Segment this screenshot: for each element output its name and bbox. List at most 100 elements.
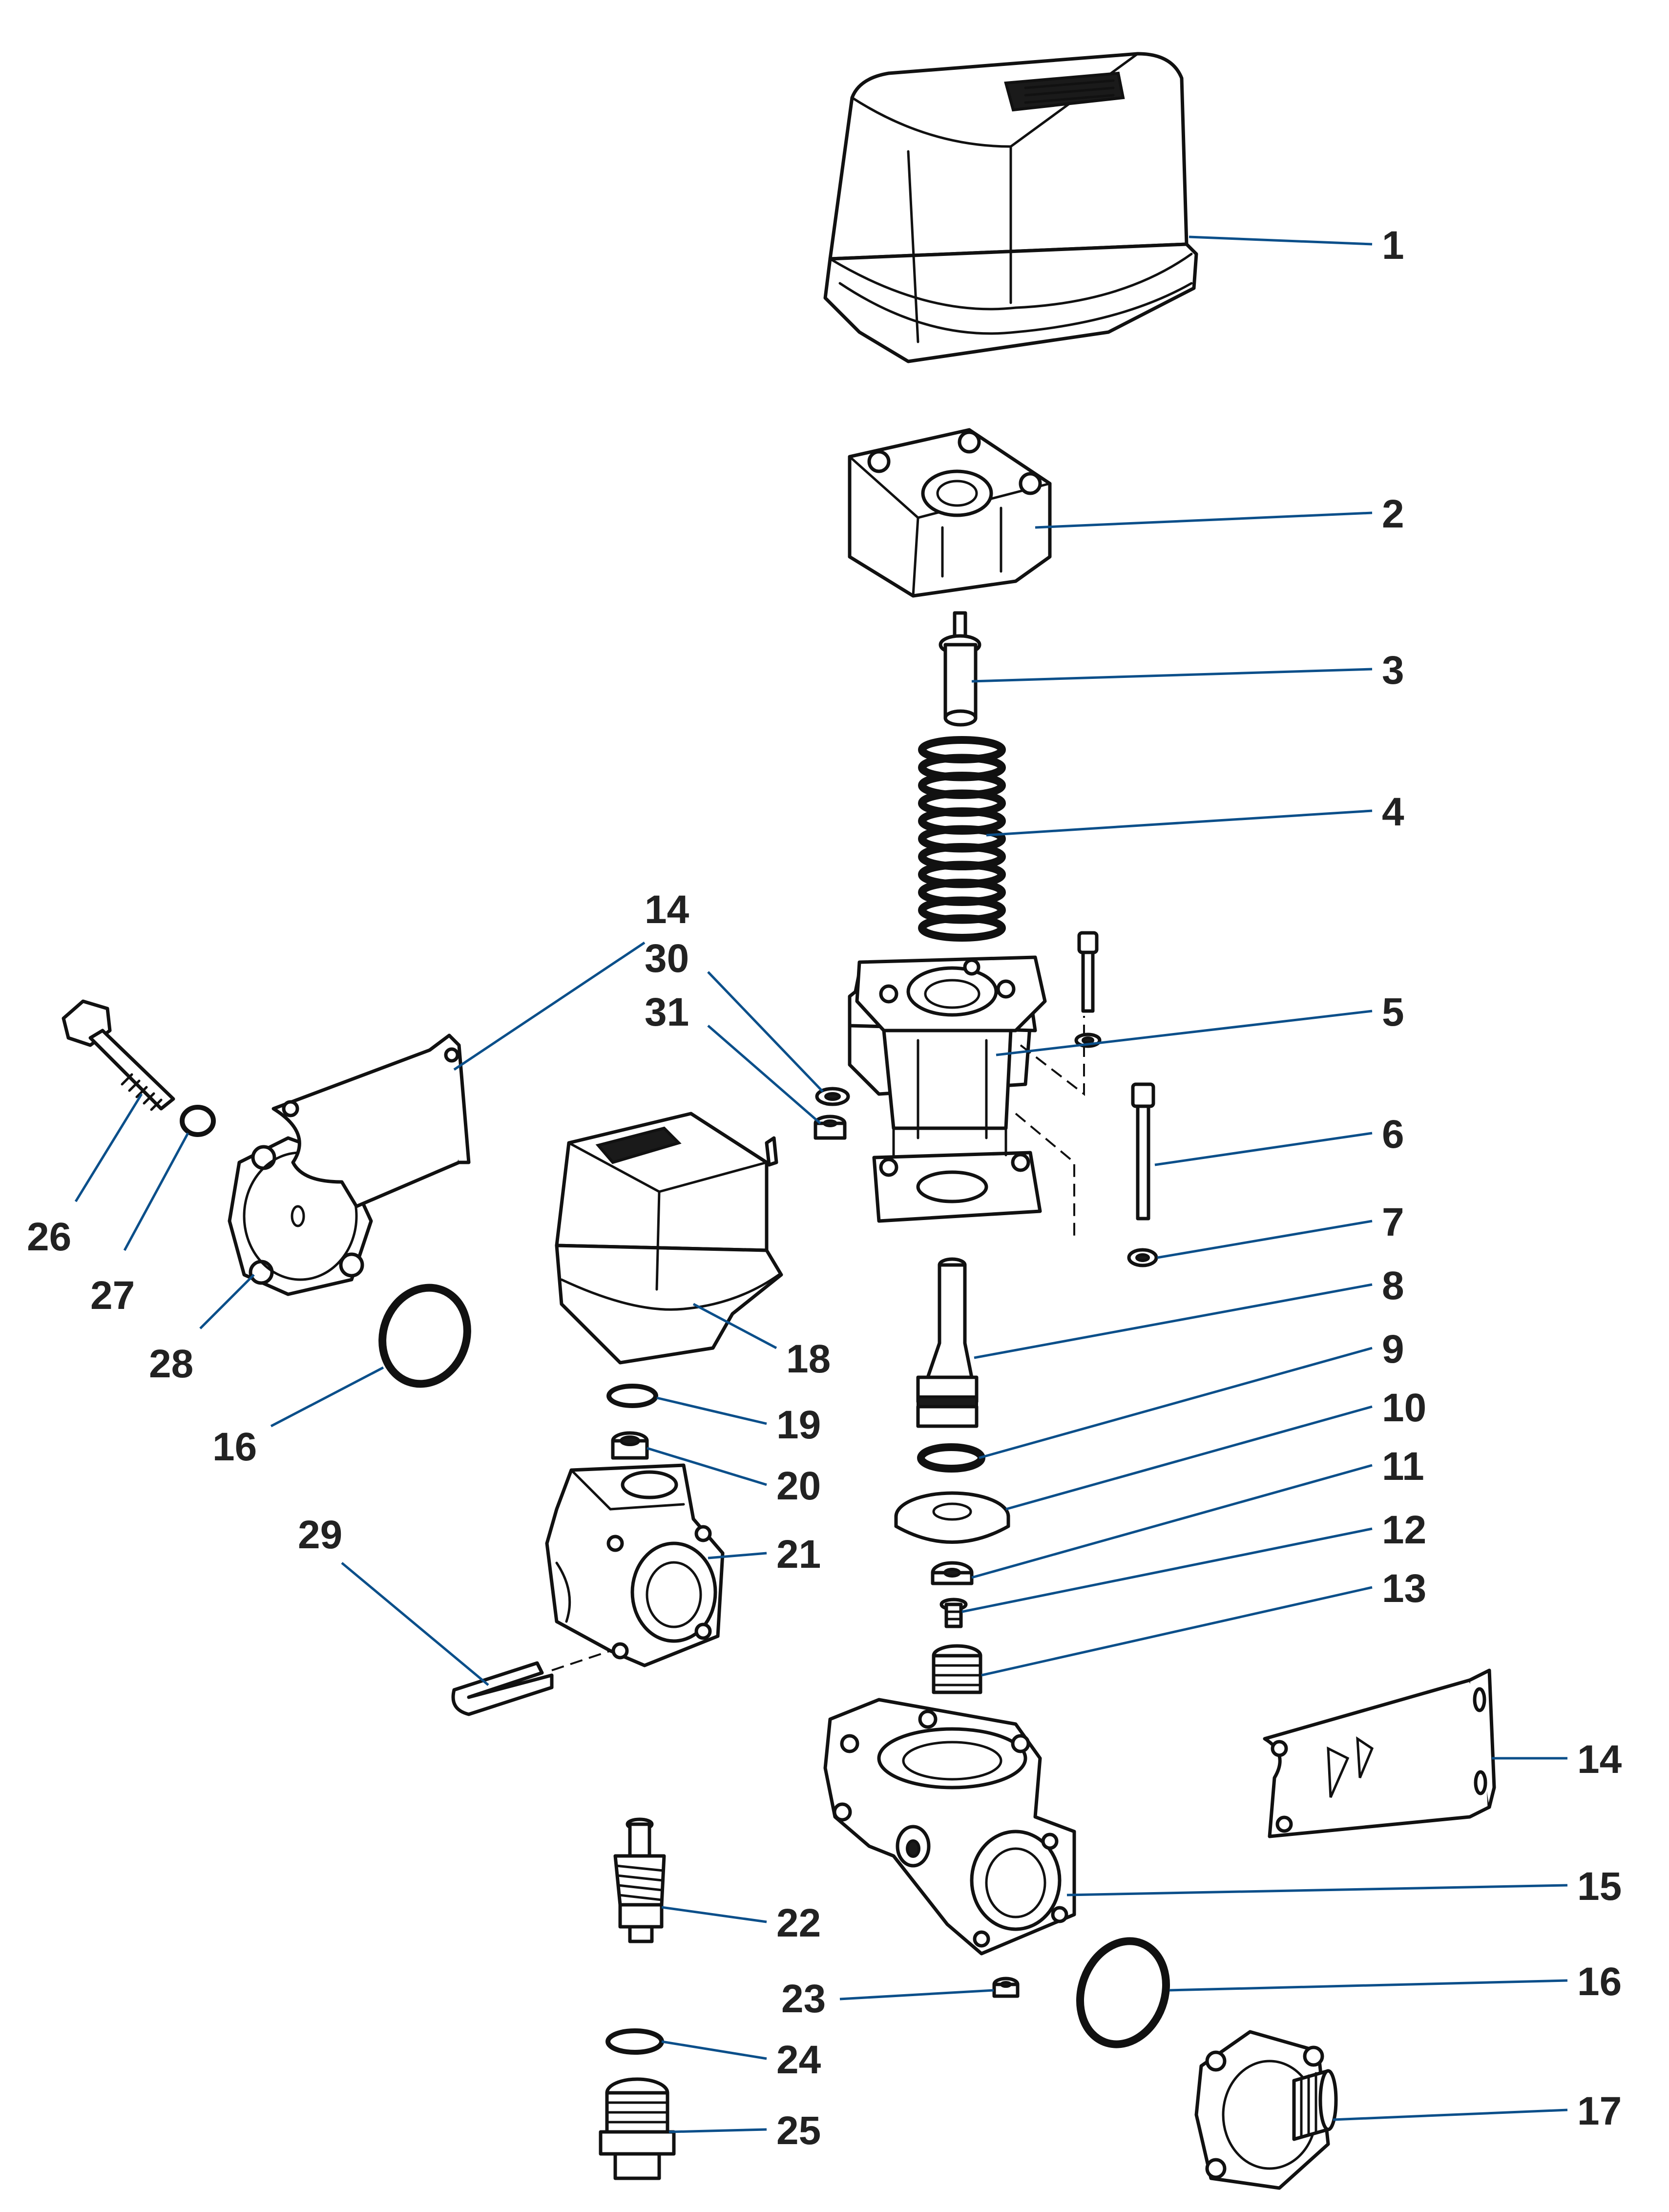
part-23-small-nut xyxy=(992,1977,1020,1998)
callout-28: 28 xyxy=(149,1342,193,1386)
callout-1: 1 xyxy=(1382,223,1404,268)
leader-19 xyxy=(656,1396,767,1425)
leader-23 xyxy=(839,1989,994,2001)
part-18-small-actuator xyxy=(555,1112,783,1365)
spring-coil xyxy=(918,914,1006,942)
part-24-o-ring xyxy=(605,2028,664,2055)
leader-12 xyxy=(961,1527,1373,1613)
part-5-yoke xyxy=(848,955,1085,1241)
leader-24 xyxy=(661,2040,767,2060)
leader-20 xyxy=(647,1447,767,1486)
leader-14a xyxy=(453,941,646,1071)
callout-16-right: 16 xyxy=(1577,1959,1622,2004)
part-15-valve-body xyxy=(823,1698,1076,1956)
callout-21: 21 xyxy=(776,1532,821,1577)
leader-9 xyxy=(979,1347,1373,1459)
callout-15: 15 xyxy=(1577,1864,1622,1909)
callout-6: 6 xyxy=(1382,1112,1404,1157)
leader-18 xyxy=(692,1303,777,1349)
leader-25 xyxy=(668,2128,767,2133)
leader-2 xyxy=(1035,511,1373,529)
leader-16b xyxy=(1169,1979,1568,1992)
part-14-mounting-bracket-right xyxy=(1263,1668,1496,1838)
callout-16-left: 16 xyxy=(212,1425,257,1469)
part-13-threaded-nipple xyxy=(932,1644,982,1694)
callout-23: 23 xyxy=(781,1977,826,2021)
leader-16a xyxy=(270,1366,384,1428)
leader-10 xyxy=(1005,1405,1373,1511)
part-30-washer xyxy=(815,1087,850,1106)
part-10-diaphragm xyxy=(894,1491,1010,1544)
callout-11: 11 xyxy=(1382,1444,1424,1489)
part-22-cartridge xyxy=(613,1817,666,1943)
callout-26: 26 xyxy=(27,1215,71,1259)
callout-5: 5 xyxy=(1382,990,1404,1034)
part-11-nut xyxy=(931,1561,974,1585)
part-7-washer xyxy=(1127,1248,1158,1267)
leader-8 xyxy=(974,1283,1373,1359)
part-2-upper-housing xyxy=(848,428,1052,598)
part-6-cap-screw xyxy=(1131,1082,1155,1221)
leader-11 xyxy=(971,1464,1373,1579)
callout-13: 13 xyxy=(1382,1566,1426,1611)
part-19-o-ring xyxy=(606,1384,658,1408)
leader-13 xyxy=(981,1586,1373,1677)
leader-4 xyxy=(986,809,1373,837)
callout-20: 20 xyxy=(776,1464,821,1508)
callout-30: 30 xyxy=(645,936,689,981)
callout-25: 25 xyxy=(776,2108,821,2153)
callout-2: 2 xyxy=(1382,492,1404,536)
part-20-seat xyxy=(611,1431,649,1460)
callout-14-right: 14 xyxy=(1577,1737,1622,1782)
callout-4: 4 xyxy=(1382,790,1404,834)
leader-27 xyxy=(123,1132,189,1251)
callout-22: 22 xyxy=(776,1901,821,1945)
callout-12: 12 xyxy=(1382,1508,1426,1552)
leader-29 xyxy=(341,1562,489,1686)
leader-5 xyxy=(996,1010,1373,1056)
callout-9: 9 xyxy=(1382,1327,1404,1371)
part-25-threaded-fitting xyxy=(599,2077,676,2180)
callout-27: 27 xyxy=(90,1273,135,1318)
leader-1 xyxy=(1189,235,1373,246)
leader-15 xyxy=(1066,1884,1568,1896)
part-1-actuator-cover xyxy=(823,52,1198,363)
callout-labels: 1 2 3 4 5 6 7 8 9 10 11 12 13 14 14 15 1… xyxy=(27,223,1622,2153)
part-9-o-ring xyxy=(917,1443,985,1473)
part-26-bolt xyxy=(62,999,175,1111)
part-4-spring xyxy=(918,736,1006,942)
leader-17 xyxy=(1333,2108,1568,2121)
leader-7 xyxy=(1157,1220,1373,1259)
callout-3: 3 xyxy=(1382,648,1404,693)
callout-24: 24 xyxy=(776,2038,821,2082)
callout-14-left: 14 xyxy=(645,887,689,932)
part-5-bolt-top xyxy=(1074,931,1102,1048)
part-3-stem-pin xyxy=(939,611,981,727)
callout-8: 8 xyxy=(1382,1264,1404,1308)
callout-19: 19 xyxy=(776,1403,821,1447)
leader-6 xyxy=(1154,1132,1373,1166)
callout-18: 18 xyxy=(786,1337,831,1381)
part-8-valve-stem xyxy=(916,1257,979,1428)
leader-lines xyxy=(74,235,1568,2133)
callout-17: 17 xyxy=(1577,2089,1622,2133)
leader-26 xyxy=(74,1093,143,1202)
part-16-o-ring-right xyxy=(1076,1937,1170,2048)
part-27-washer xyxy=(180,1105,216,1137)
leader-21 xyxy=(708,1552,767,1559)
part-17-end-cap xyxy=(1194,2030,1338,2190)
callout-31: 31 xyxy=(645,990,689,1034)
callout-29: 29 xyxy=(298,1513,342,1557)
part-29-retaining-clip xyxy=(451,1650,611,1716)
leader-31 xyxy=(707,1025,821,1124)
callout-10: 10 xyxy=(1382,1386,1426,1430)
part-21-valve-body-left xyxy=(545,1463,725,1667)
leader-30 xyxy=(707,971,824,1093)
part-31-nut xyxy=(814,1115,847,1140)
part-16-o-ring-left xyxy=(378,1284,471,1388)
callout-7: 7 xyxy=(1382,1200,1404,1244)
leader-22 xyxy=(661,1906,767,1923)
part-12-small-screw xyxy=(939,1598,968,1628)
leader-3 xyxy=(971,668,1373,683)
